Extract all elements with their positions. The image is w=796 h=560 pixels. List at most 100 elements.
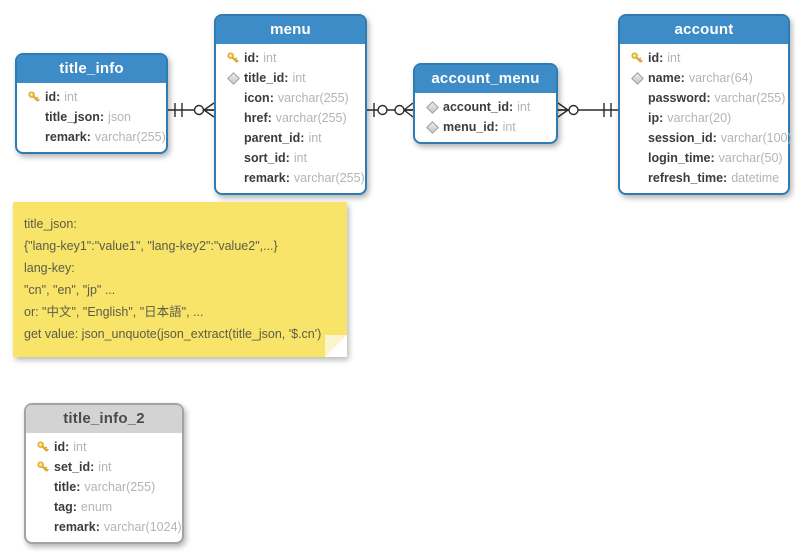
diamond-icon <box>421 100 443 114</box>
table-field-row[interactable]: title_json:json <box>23 107 160 127</box>
field-type: varchar(255) <box>277 91 349 105</box>
field-name: parent_id: <box>244 131 305 145</box>
table-field-row[interactable]: password:varchar(255) <box>626 88 785 108</box>
table-header[interactable]: title_info <box>17 55 166 83</box>
field-type: int <box>502 120 516 134</box>
key-icon <box>32 440 54 454</box>
table-field-row[interactable]: parent_id:int <box>222 128 359 148</box>
field-type: varchar(255) <box>275 111 347 125</box>
table-field-row[interactable]: ip:varchar(20) <box>626 108 782 128</box>
field-type: int <box>263 51 277 65</box>
relationship-menu-account_menu[interactable] <box>367 102 414 118</box>
table-field-row[interactable]: remark:varchar(255) <box>23 127 166 147</box>
key-icon <box>32 460 54 474</box>
table-field-row[interactable]: menu_id:int <box>421 117 550 137</box>
table-field-row[interactable]: tag:enum <box>32 497 176 517</box>
table-field-row[interactable]: id:int <box>32 437 176 457</box>
table-field-row[interactable]: sort_id:int <box>222 148 359 168</box>
field-name: password: <box>648 91 711 105</box>
diamond-icon <box>626 71 648 85</box>
table-header[interactable]: account <box>620 16 788 44</box>
field-name: icon: <box>244 91 274 105</box>
sticky-note-line: {"lang-key1":"value1", "lang-key2":"valu… <box>24 239 278 253</box>
key-icon <box>626 51 648 65</box>
field-type: int <box>98 460 112 474</box>
table-field-row[interactable]: refresh_time:datetime <box>626 168 782 188</box>
table-header[interactable]: menu <box>216 16 365 44</box>
table-title: title_info_2 <box>63 410 145 427</box>
table-field-row[interactable]: id:int <box>626 48 782 68</box>
sticky-note-line: or: "中文", "English", "日本語", ... <box>24 305 204 319</box>
table-field-row[interactable]: name:varchar(64) <box>626 68 782 88</box>
field-name: remark: <box>54 520 100 534</box>
table-field-row[interactable]: remark:varchar(255) <box>222 168 365 188</box>
table-field-row[interactable]: remark:varchar(1024) <box>32 517 182 537</box>
field-name: id: <box>54 440 70 454</box>
field-name: title_id: <box>244 71 289 85</box>
field-name: menu_id: <box>443 120 499 134</box>
field-name: login_time: <box>648 151 715 165</box>
table-field-row[interactable]: title_id:int <box>222 68 359 88</box>
table-field-row[interactable]: session_id:varchar(100) <box>626 128 792 148</box>
field-name: set_id: <box>54 460 95 474</box>
field-type: varchar(64) <box>688 71 753 85</box>
field-name: id: <box>45 90 61 104</box>
sticky-note[interactable]: title_json: {"lang-key1":"value1", "lang-… <box>13 202 347 357</box>
field-type: varchar(100) <box>720 131 792 145</box>
field-type: varchar(255) <box>94 130 166 144</box>
field-name: remark: <box>244 171 290 185</box>
key-icon <box>23 90 45 104</box>
sticky-note-line: title_json: <box>24 217 77 231</box>
field-type: json <box>108 110 131 124</box>
field-type: int <box>293 151 308 165</box>
table-title: title_info <box>59 60 124 77</box>
table-header[interactable]: account_menu <box>415 65 556 93</box>
field-type: int <box>64 90 78 104</box>
relationship-title_info-menu[interactable] <box>166 102 215 118</box>
table-field-row[interactable]: title:varchar(255) <box>32 477 176 497</box>
table-field-row[interactable]: href:varchar(255) <box>222 108 359 128</box>
field-type: int <box>667 51 681 65</box>
field-name: remark: <box>45 130 91 144</box>
field-type: int <box>292 71 306 85</box>
field-name: ip: <box>648 111 664 125</box>
field-name: refresh_time: <box>648 171 728 185</box>
diamond-icon <box>421 120 443 134</box>
table-field-row[interactable]: icon:varchar(255) <box>222 88 359 108</box>
field-name: account_id: <box>443 100 514 114</box>
field-type: varchar(50) <box>718 151 783 165</box>
table-title: account <box>674 21 734 38</box>
field-name: href: <box>244 111 272 125</box>
table-field-row[interactable]: set_id:int <box>32 457 176 477</box>
field-type: datetime <box>731 171 780 185</box>
field-name: id: <box>648 51 664 65</box>
key-icon <box>222 51 244 65</box>
field-name: title_json: <box>45 110 105 124</box>
relationship-account_menu-account[interactable] <box>557 102 618 118</box>
field-name: tag: <box>54 500 77 514</box>
sticky-note-line: get value: json_unquote(json_extract(tit… <box>24 327 322 341</box>
table-header[interactable]: title_info_2 <box>26 405 182 433</box>
table-field-row[interactable]: login_time:varchar(50) <box>626 148 783 168</box>
field-name: id: <box>244 51 260 65</box>
table-field-row[interactable]: id:int <box>222 48 359 68</box>
table-title: menu <box>270 21 311 38</box>
table-field-row[interactable]: id:int <box>23 87 160 107</box>
field-type: varchar(255) <box>84 480 156 494</box>
sticky-note-line: lang-key: <box>24 261 75 275</box>
table-title: account_menu <box>431 70 540 87</box>
table-field-row[interactable]: account_id:int <box>421 97 550 117</box>
diamond-icon <box>222 71 244 85</box>
